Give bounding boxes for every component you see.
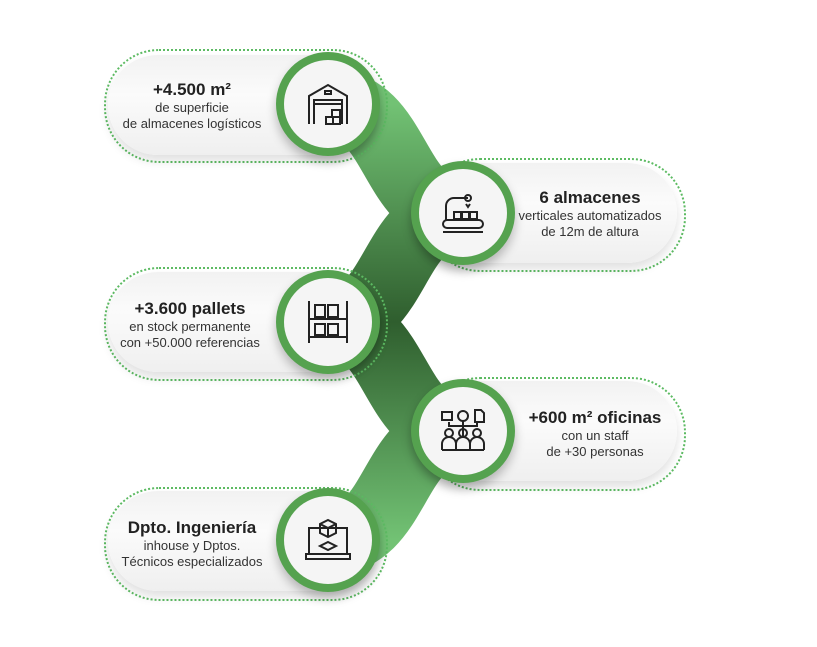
robotic-conveyor-icon: [440, 190, 486, 236]
stat-line: inhouse y Dptos.: [144, 538, 241, 553]
stat-line: de almacenes logísticos: [123, 116, 262, 131]
stat-line: verticales automatizados: [518, 208, 661, 223]
icon-circle-4: [411, 379, 515, 483]
icon-circle-1: [276, 52, 380, 156]
pallet-rack-icon: [306, 299, 350, 345]
stat-text-1: +4.500 m² de superficie de almacenes log…: [112, 80, 272, 132]
stat-text-3: +3.600 pallets en stock permanente con +…: [110, 299, 270, 351]
stat-line: de +30 personas: [546, 444, 643, 459]
stat-title: 6 almacenes: [510, 188, 670, 208]
stat-text-4: +600 m² oficinas con un staff de +30 per…: [510, 408, 680, 460]
stat-line: en stock permanente: [129, 319, 250, 334]
stat-line: Técnicos especializados: [122, 554, 263, 569]
stat-line: de superficie: [155, 100, 229, 115]
stat-line: con +50.000 referencias: [120, 335, 260, 350]
stat-text-2: 6 almacenes verticales automatizados de …: [510, 188, 670, 240]
icon-circle-2: [411, 161, 515, 265]
laptop-3d-design-icon: [304, 516, 352, 564]
stat-line: con un staff: [562, 428, 629, 443]
stat-title: Dpto. Ingeniería: [112, 518, 272, 538]
warehouse-icon: [306, 82, 350, 126]
office-staff-icon: [440, 408, 486, 454]
icon-circle-3: [276, 270, 380, 374]
stat-text-5: Dpto. Ingeniería inhouse y Dptos. Técnic…: [112, 518, 272, 570]
stat-title: +3.600 pallets: [110, 299, 270, 319]
stat-title: +600 m² oficinas: [510, 408, 680, 428]
stat-title: +4.500 m²: [112, 80, 272, 100]
icon-circle-5: [276, 488, 380, 592]
stat-line: de 12m de altura: [541, 224, 639, 239]
